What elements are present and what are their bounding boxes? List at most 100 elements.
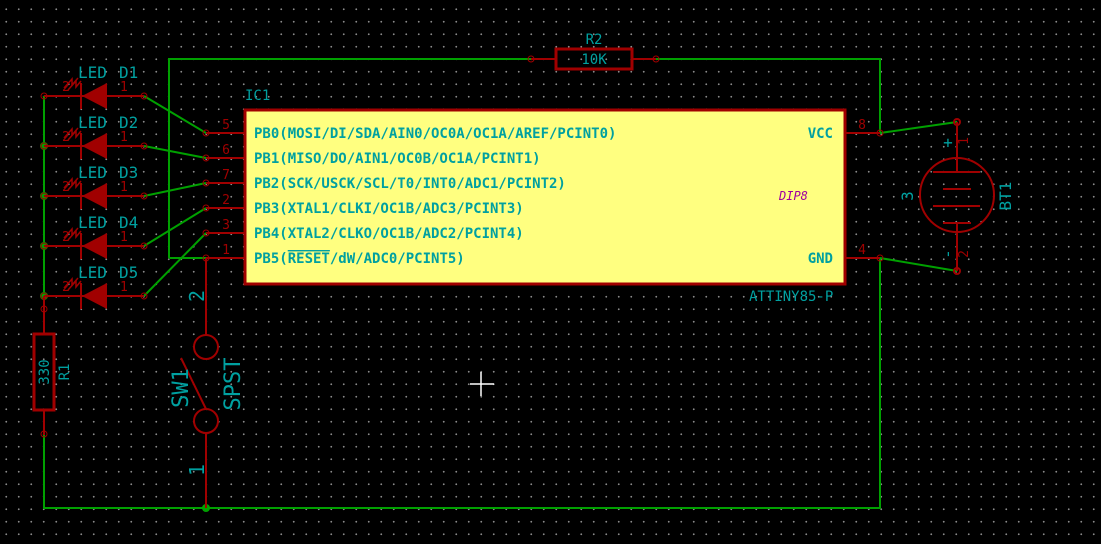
led-light-icon <box>67 129 82 141</box>
ic1-pin-number: 2 <box>222 193 230 208</box>
bt1-pin-plus-num: 1 <box>957 137 972 145</box>
bt1-body[interactable] <box>919 157 995 233</box>
led-pin-cathode: 1 <box>120 180 128 195</box>
pin-end <box>202 204 210 212</box>
led-pin-anode: 2 <box>62 80 70 95</box>
wire-d1-pb0[interactable] <box>143 95 207 134</box>
ic1-pin-number: 3 <box>222 218 230 233</box>
led-pin-anode: 2 <box>62 280 70 295</box>
led-value: LED <box>78 163 107 182</box>
ic1-pin-number: 8 <box>858 118 866 133</box>
wire-d4-pb3[interactable] <box>143 207 207 247</box>
wire-d3-pb2[interactable] <box>143 182 207 197</box>
led-light-icon <box>67 229 82 241</box>
led-pin-cathode: 1 <box>120 130 128 145</box>
wire-gnd-bottom[interactable] <box>43 258 881 509</box>
sw1-contact-bottom <box>193 408 219 434</box>
pin-end <box>40 430 48 438</box>
pin-end <box>140 242 148 250</box>
pin-end <box>202 254 210 262</box>
r1-body[interactable] <box>32 332 56 412</box>
pin-end <box>40 142 48 150</box>
pin-end <box>202 154 210 162</box>
ic1-footprint: DIP8 <box>778 189 808 203</box>
ic1-left-pins <box>205 132 880 310</box>
junctions <box>40 142 210 512</box>
led-pin-cathode: 1 <box>120 230 128 245</box>
led-light-icon <box>67 279 82 291</box>
pin-end <box>40 305 48 313</box>
ic1-pin-name-pb2: PB2(SCK/USCK/SCL/T0/INT0/ADC1/PCINT2) <box>254 176 566 192</box>
sw1-ref: SW1 <box>169 368 194 408</box>
led-ref: D3 <box>119 163 138 182</box>
led-triangle <box>82 233 107 259</box>
pin-end <box>202 129 210 137</box>
led-triangle <box>82 133 107 159</box>
pin-end <box>202 229 210 237</box>
wire-d5-pb4[interactable] <box>143 232 207 297</box>
ic1-pin-name-pb3: PB3(XTAL1/CLKI/OC1B/ADC3/PCINT3) <box>254 201 524 217</box>
led-pin-cathode: 1 <box>120 80 128 95</box>
r2-component[interactable]: R2 10K <box>527 32 660 71</box>
pin-end <box>40 242 48 250</box>
r2-body[interactable] <box>554 47 634 71</box>
sw1-contact-top <box>193 334 219 360</box>
sw1-pin-bottom: 1 <box>185 464 209 476</box>
pin-name-suffix: /dW/ADC0/PCINT5) <box>330 251 465 267</box>
led-ref: D4 <box>119 213 138 232</box>
r2-ref: R2 <box>586 32 603 48</box>
ic1-pin-name-pb1: PB1(MISO/DO/AIN1/OC0B/OC1A/PCINT1) <box>254 151 541 167</box>
sw1-lever[interactable] <box>180 357 207 410</box>
pin-end <box>652 55 660 63</box>
r1-ref: R1 <box>57 364 73 381</box>
led-light-icon <box>67 179 82 191</box>
bt1-plus-sign: + <box>943 133 953 152</box>
wires <box>43 58 958 509</box>
ic1-pin-number: 1 <box>222 243 230 258</box>
led-triangle <box>82 183 107 209</box>
bt1-minus-sign: - <box>938 249 957 259</box>
r2-value: 10K <box>581 52 607 68</box>
ic1-body[interactable] <box>243 108 847 286</box>
bt1-pin-minus-num: 2 <box>957 250 972 258</box>
pin-end <box>140 192 148 200</box>
sw1-value: SPST <box>221 358 246 411</box>
ic1-pin-name-pb5: PB5(RESET/dW/ADC0/PCINT5) <box>254 251 465 267</box>
pin-end <box>953 267 961 275</box>
led-light-icon <box>67 79 82 91</box>
wire-vcc-bt1[interactable] <box>879 121 958 134</box>
ic1-pin-name-pb4: PB4(XTAL2/CLKO/OC1B/ADC2/PCINT4) <box>254 226 524 242</box>
ic1-pin-name-pb0: PB0(MOSI/DI/SDA/AIN0/OC0A/OC1A/AREF/PCIN… <box>254 126 616 142</box>
led-value: LED <box>78 263 107 282</box>
led-pin-cathode: 1 <box>120 280 128 295</box>
r1-value: 330 <box>37 359 53 384</box>
r1-component[interactable]: 330 R1 <box>32 296 73 438</box>
led-value: LED <box>78 113 107 132</box>
ic1-value: ATTINY85-P <box>749 289 833 305</box>
wire-d2-pb1[interactable] <box>143 145 207 159</box>
ic1-pin-number: 7 <box>222 168 230 183</box>
ic1-pin-name-gnd: GND <box>808 251 833 267</box>
crosshair-cursor <box>470 372 494 396</box>
led-triangle <box>82 83 107 109</box>
wire-gnd-bt1[interactable] <box>879 257 958 272</box>
sw1-component[interactable]: 2 1 SW1 SPST <box>169 290 246 508</box>
pin-name-prefix: PB5( <box>254 251 288 267</box>
wire-r2-right[interactable] <box>656 58 881 133</box>
bt1-value: 3 <box>898 191 917 201</box>
pin-end <box>140 292 148 300</box>
ic1-component[interactable]: IC1 ATTINY85-P DIP8 5 6 7 <box>202 88 884 310</box>
bt1-component[interactable]: 1 2 + - 3 BT1 <box>898 118 1015 275</box>
led-pin-anode: 2 <box>62 130 70 145</box>
pin-end <box>140 92 148 100</box>
led-triangle <box>82 283 107 309</box>
sw1-pin-top: 2 <box>185 290 209 302</box>
